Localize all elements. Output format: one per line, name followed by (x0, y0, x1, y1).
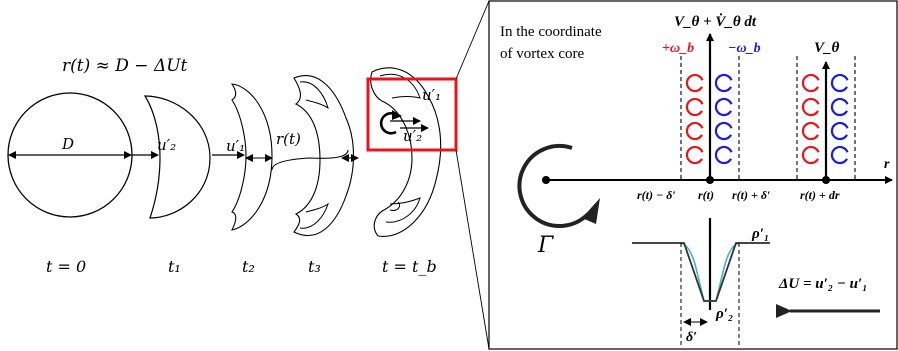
zoom-line-bottom (455, 149, 490, 350)
vortex-center-dot (542, 176, 550, 184)
stage-label-tb: t = t_b (382, 257, 437, 276)
tick-label-r: r(t) (698, 188, 714, 202)
tick-label-r-plus-delta: r(t) + δ′ (732, 188, 770, 202)
stage-label-t1: t₁ (168, 257, 181, 276)
r-t-dr-dot (822, 176, 830, 184)
v-theta-label: V_θ (814, 40, 840, 56)
vorticity-circles (685, 73, 849, 165)
tb-vortex-detail: u′₁ u′₂ (379, 86, 441, 145)
rho1-label: ρ′₁ (751, 226, 769, 242)
stage-t0-shape: D (7, 92, 133, 218)
vorticity-circle-minus-3-1 (830, 97, 849, 117)
gamma-label: Γ (537, 233, 554, 258)
vorticity-circle-plus-2-2 (801, 121, 820, 141)
plus-omega-label: +ω_b (662, 41, 694, 56)
stage-t3-shape: r(t) (271, 75, 359, 237)
vorticity-circle-minus-3-3 (830, 145, 849, 165)
u2-prime-b-label: u′₂ (403, 127, 422, 145)
vorticity-circle-minus-1-3 (714, 145, 733, 165)
vorticity-circle-minus-3-2 (830, 121, 849, 141)
rho2-label: ρ′₂ (715, 306, 733, 322)
vorticity-circle-plus-2-1 (801, 97, 820, 117)
right-panel-frame (488, 0, 898, 350)
r-t-dot (706, 176, 714, 184)
r-axis-label: r (884, 157, 890, 172)
tick-label-r-plus-dr: r(t) + dr (800, 188, 840, 202)
u1-prime-label: u′₁ (226, 137, 245, 155)
vorticity-circle-minus-1-1 (714, 97, 733, 117)
caption-line1: In the coordinate (500, 24, 602, 40)
vorticity-circle-minus-3-0 (830, 73, 849, 93)
diameter-label: D (61, 135, 74, 153)
u1-prime-b-label: u′₁ (422, 86, 441, 104)
caption-line2: of vortex core (500, 46, 584, 62)
stage-tb-shape (370, 67, 442, 237)
vorticity-circle-plus-2-0 (801, 73, 820, 93)
vorticity-circle-minus-1-0 (714, 73, 733, 93)
zoom-line-top (455, 0, 490, 80)
highlight-box (366, 77, 458, 152)
left-panel: r(t) ≈ D − ΔUt D u′₂ u′₁ r(t) (7, 56, 458, 276)
vorticity-circle-plus-0-0 (685, 73, 704, 93)
r-t-label: r(t) (276, 130, 301, 148)
formula: r(t) ≈ D − ΔUt (62, 56, 188, 76)
stage-t2-shape: u′₁ (212, 83, 273, 231)
vorticity-circle-plus-0-3 (685, 145, 704, 165)
stage-t1-shape: u′₂ (132, 95, 211, 219)
delta-prime-label: δ′ (686, 330, 697, 345)
v-theta-dt-label: V_θ + V̇_θ dt (674, 13, 757, 30)
right-panel: In the coordinate of vortex core V_θ + V… (488, 0, 898, 350)
circulation-arrow (517, 144, 600, 228)
minus-omega-label: −ω_b (728, 41, 761, 56)
delta-u-label: ΔU = u′₂ − u′₁ (778, 276, 867, 292)
vorticity-circle-plus-0-1 (685, 97, 704, 117)
vorticity-circle-plus-0-2 (685, 121, 704, 141)
stage-label-t3: t₃ (308, 257, 321, 276)
stage-label-t2: t₂ (242, 257, 255, 276)
vorticity-circle-minus-1-2 (714, 121, 733, 141)
density-profile (632, 218, 770, 348)
stage-label-t0: t = 0 (46, 257, 86, 276)
vorticity-circle-plus-2-3 (801, 145, 820, 165)
u2-prime-label: u′₂ (157, 136, 176, 154)
tick-label-r-minus-delta: r(t) − δ′ (637, 188, 676, 202)
